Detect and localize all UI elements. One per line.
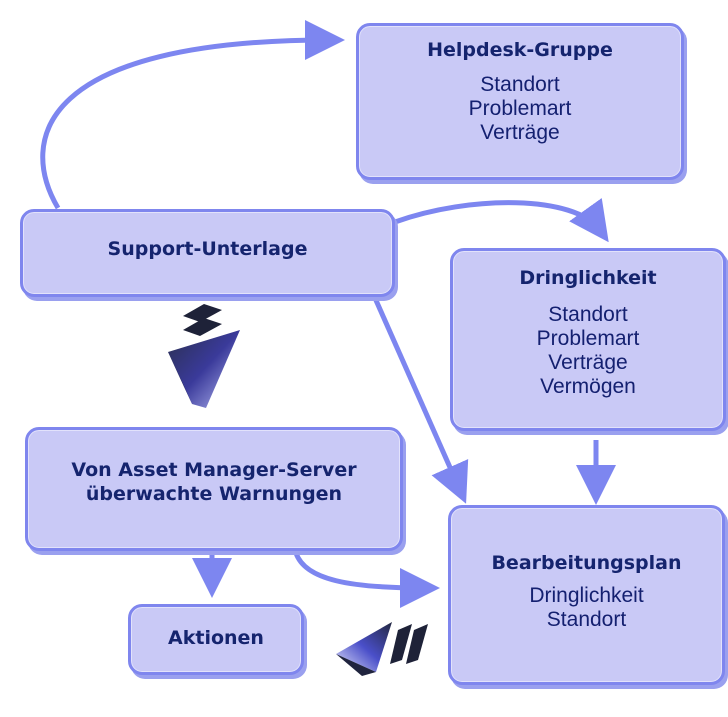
warnungen-box: Von Asset Manager-Server überwachte Warn… (25, 427, 403, 551)
aktionen-box: Aktionen (128, 604, 304, 675)
helpdesk-line-3: Verträge (480, 121, 560, 145)
warnungen-title-line2: überwachte Warnungen (85, 482, 343, 505)
helpdesk-line-2: Problemart (468, 96, 572, 120)
support-unterlage-box: Support-Unterlage (20, 209, 395, 297)
dringlichkeit-line-3: Verträge (548, 351, 628, 375)
aktionen-title: Aktionen (168, 627, 264, 649)
warnungen-title-line1: Von Asset Manager-Server (71, 459, 357, 481)
bearbeitungsplan-title: Bearbeitungsplan (491, 552, 682, 574)
bearbeitungsplan-line-1: Dringlichkeit (529, 583, 644, 607)
helpdesk-gruppe-box: Helpdesk-Gruppe Standort Problemart Vert… (356, 23, 684, 180)
arrow-support-to-helpdesk (40, 20, 345, 210)
dringlichkeit-title: Dringlichkeit (519, 267, 657, 289)
bearbeitungsplan-box: Bearbeitungsplan Dringlichkeit Standort (448, 505, 725, 685)
dringlichkeit-line-2: Problemart (536, 326, 640, 350)
arrow-support-to-bearbeitungsplan (372, 296, 469, 504)
decorative-left-arrow-icon (336, 622, 428, 676)
bearbeitungsplan-line-2: Standort (546, 607, 627, 631)
decorative-down-arrow-icon (168, 304, 240, 408)
helpdesk-line-1: Standort (480, 72, 560, 96)
helpdesk-gruppe-title: Helpdesk-Gruppe (427, 39, 613, 61)
dringlichkeit-line-4: Vermögen (540, 375, 636, 399)
support-unterlage-title: Support-Unterlage (107, 238, 308, 260)
arrow-warnungen-to-bearbeitungsplan (293, 552, 440, 608)
arrow-support-to-dringlichkeit (394, 198, 609, 243)
dringlichkeit-box: Dringlichkeit Standort Problemart Verträ… (450, 248, 726, 431)
dringlichkeit-line-1: Standort (548, 302, 628, 326)
